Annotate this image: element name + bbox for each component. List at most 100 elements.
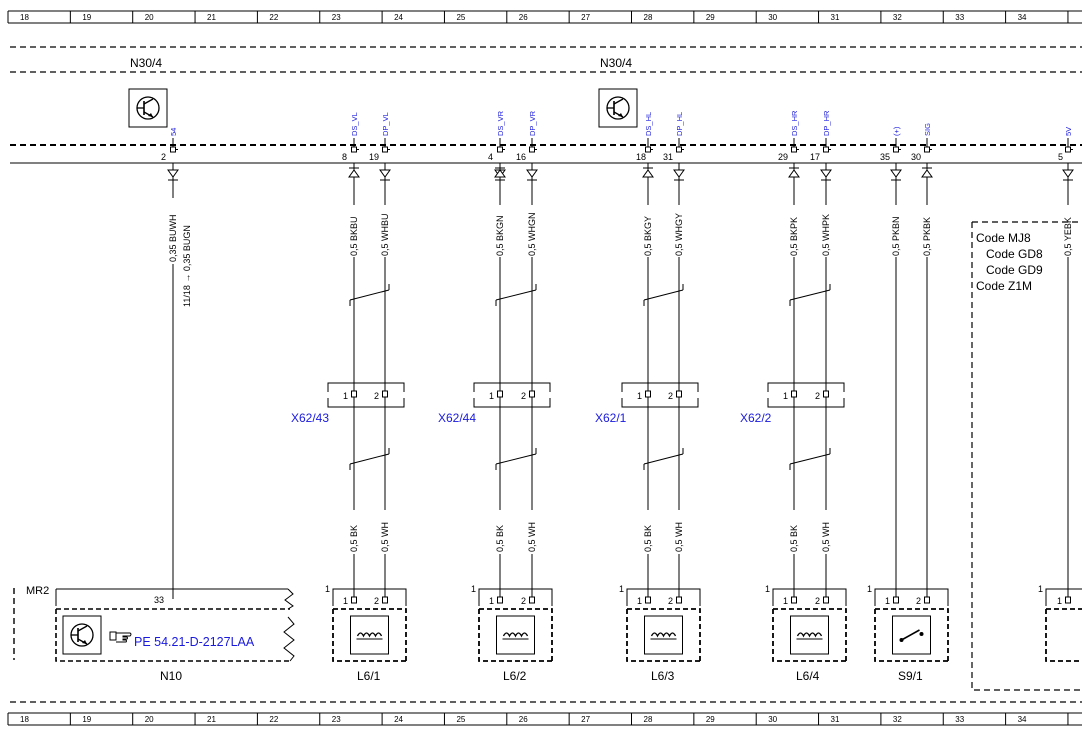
pin-number: 19 bbox=[369, 152, 379, 162]
pin-number: 16 bbox=[516, 152, 526, 162]
label-bg bbox=[819, 205, 833, 257]
label-bg bbox=[347, 205, 361, 257]
label-bg bbox=[672, 205, 686, 257]
pin-number: 8 bbox=[342, 152, 347, 162]
wire-arrow-icon bbox=[494, 169, 506, 178]
label-bg bbox=[165, 198, 181, 264]
grid-number: 34 bbox=[1018, 13, 1027, 22]
wire-color-label: 0,5 BK bbox=[495, 525, 505, 552]
wire-color-label: 0,35 BUWH bbox=[168, 214, 178, 262]
connector-housing bbox=[473, 382, 551, 392]
component-pin bbox=[645, 596, 651, 604]
pin-number: 2 bbox=[815, 596, 820, 606]
module-pin: 55V bbox=[1058, 127, 1073, 162]
pin-terminal bbox=[497, 146, 503, 153]
wire: 0,5 YEBK bbox=[1061, 163, 1075, 599]
component-connector bbox=[626, 588, 701, 606]
pin-number: 1 bbox=[637, 391, 642, 401]
component-pin bbox=[791, 596, 797, 604]
pin-number: 2 bbox=[916, 596, 921, 606]
connector-pin bbox=[791, 390, 797, 398]
pin-number: 1 bbox=[343, 391, 348, 401]
connector-pin bbox=[351, 390, 357, 398]
wire-arrow-icon bbox=[348, 169, 360, 178]
n10-module: MR2 33 PE 54.21-D-2127LAA N10 bbox=[13, 585, 295, 683]
component-label: L6/1 bbox=[357, 669, 381, 683]
wire-arrow-icon bbox=[921, 169, 933, 178]
component-index: 1 bbox=[765, 584, 770, 594]
sensor-coil-icon bbox=[644, 615, 683, 655]
pin-terminal bbox=[382, 146, 388, 153]
connector-housing bbox=[621, 382, 699, 392]
component-pin bbox=[497, 596, 503, 604]
label-bg bbox=[787, 510, 801, 554]
pin-number: 1 bbox=[1057, 596, 1062, 606]
component-label: L6/2 bbox=[503, 669, 527, 683]
pin-number: 1 bbox=[489, 391, 494, 401]
component-index: 1 bbox=[619, 584, 624, 594]
switch-lever bbox=[901, 629, 920, 641]
sensor-coil-icon bbox=[350, 615, 389, 655]
wire-color-label: 0,5 WH bbox=[674, 522, 684, 552]
wire-arrow-icon bbox=[379, 169, 391, 178]
component-connector bbox=[332, 588, 407, 606]
label-bg bbox=[641, 205, 655, 257]
pin-number: 2 bbox=[521, 596, 526, 606]
module-pin: 35(+) bbox=[880, 126, 901, 162]
pin-number: 4 bbox=[488, 152, 493, 162]
component-housing bbox=[1045, 608, 1082, 662]
component: 1 1 2S9/1 bbox=[867, 584, 949, 683]
pin-number: 1 bbox=[885, 596, 890, 606]
grid-number: 31 bbox=[831, 715, 840, 724]
wire-arrow-icon bbox=[642, 169, 654, 178]
wire-color-label: 0,5 WHBU bbox=[380, 213, 390, 256]
label-bg bbox=[1061, 205, 1075, 257]
component-label: N10 bbox=[160, 669, 182, 683]
wire-arrow-icon bbox=[788, 169, 800, 178]
pin-number: 31 bbox=[663, 152, 673, 162]
pin-terminal bbox=[791, 146, 797, 153]
pin-signal-label: DS_HR bbox=[790, 110, 799, 136]
module-label: N30/4 bbox=[130, 56, 162, 70]
grid-number: 22 bbox=[269, 715, 278, 724]
connector-pin bbox=[497, 390, 503, 398]
component-label: S9/1 bbox=[898, 669, 923, 683]
pin-number: 2 bbox=[521, 391, 526, 401]
wire-color-label: 0,5 WHGN bbox=[527, 212, 537, 256]
component-housing bbox=[332, 608, 407, 662]
connector-label: X62/43 bbox=[291, 411, 329, 425]
label-bg bbox=[641, 510, 655, 554]
label-bg bbox=[525, 510, 539, 554]
grid-number: 18 bbox=[20, 13, 29, 22]
grid-number: 20 bbox=[145, 13, 154, 22]
wire-color-label: 0,5 PKBN bbox=[891, 216, 901, 256]
component-pin bbox=[382, 596, 388, 604]
pin-number: 33 bbox=[154, 595, 164, 605]
pin-number: 1 bbox=[343, 596, 348, 606]
component-housing bbox=[772, 608, 847, 662]
reference-link[interactable]: PE 54.21-D-2127LAA bbox=[134, 635, 255, 649]
pin-number: 1 bbox=[783, 391, 788, 401]
grid-number: 28 bbox=[644, 715, 653, 724]
grid-number: 20 bbox=[145, 715, 154, 724]
pin-signal-label: DS_VR bbox=[496, 110, 505, 136]
wire-arrow-icon bbox=[526, 169, 538, 178]
component-index: 1 bbox=[867, 584, 872, 594]
grid-number: 25 bbox=[456, 13, 465, 22]
wire-arrow-icon bbox=[167, 169, 179, 178]
pin-terminal bbox=[529, 146, 535, 153]
twisted-pair-marker bbox=[789, 453, 831, 465]
pin-number: 1 bbox=[783, 596, 788, 606]
grid-number: 23 bbox=[332, 715, 341, 724]
wire: 0,5 PKBK bbox=[920, 163, 934, 599]
grid-number: 24 bbox=[394, 715, 403, 724]
connector-housing bbox=[327, 382, 405, 392]
label-bg bbox=[181, 198, 193, 308]
